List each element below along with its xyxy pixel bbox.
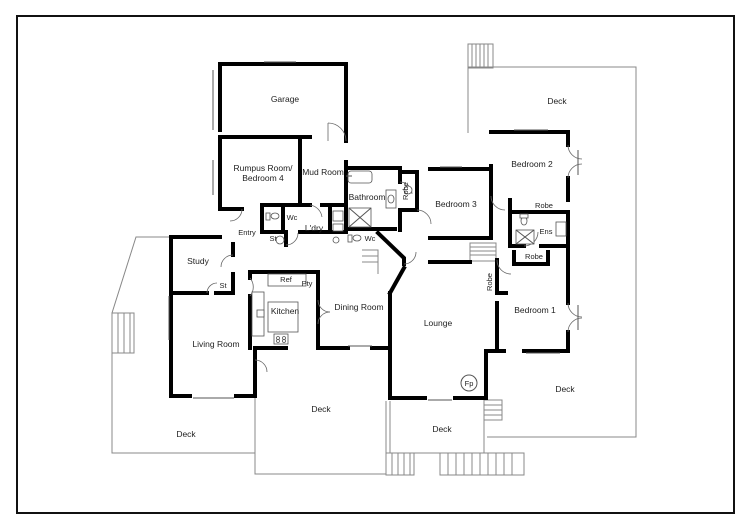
walls [169,62,570,400]
label-laundry: L'dry [305,223,324,233]
label-bathroom: Bathroom [349,192,386,202]
label-deck-left: Deck [176,429,196,439]
label-store-entry: St [269,234,277,243]
drawing-frame [16,15,735,514]
label-deck-center: Deck [311,404,331,414]
label-ref: Ref [280,275,293,284]
label-wc-bath: Wc [365,234,376,243]
label-kitchen: Kitchen [271,306,300,316]
label-fireplace: Fp [465,379,474,388]
label-bedroom3: Bedroom 3 [435,199,477,209]
label-wc-mud: Wc [287,213,298,222]
label-deck-bottom: Deck [432,424,452,434]
details [168,61,583,401]
room-labels: Garage Deck Rumpus Room/ Bedroom 4 Mud R… [176,94,575,439]
label-robe-bed2: Robe [535,201,553,210]
label-entry: Entry [238,228,256,237]
label-robe-ens: Robe [525,252,543,261]
label-deck-right: Deck [555,384,575,394]
label-lounge: Lounge [424,318,453,328]
label-store-study: St [219,281,227,290]
label-living: Living Room [192,339,239,349]
label-dining: Dining Room [334,302,383,312]
deck-outlines [111,43,637,476]
label-rumpus-line1: Rumpus Room/ [233,163,293,173]
label-rumpus-line2: Bedroom 4 [242,173,284,183]
label-mud-room: Mud Room [302,167,344,177]
label-robe-bed1: Robe [485,273,494,291]
label-deck-top: Deck [547,96,567,106]
label-bedroom2: Bedroom 2 [511,159,553,169]
label-robe-bed3: Robe [401,182,410,200]
label-garage: Garage [271,94,300,104]
label-pantry: Pty [302,279,313,288]
label-ens: Ens [540,227,553,236]
label-bedroom1: Bedroom 1 [514,305,556,315]
label-study: Study [187,256,209,266]
